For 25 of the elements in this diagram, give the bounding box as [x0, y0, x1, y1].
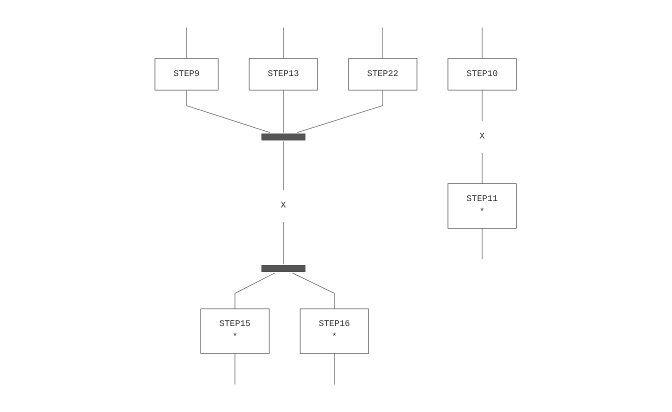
- node-text: X: [281, 200, 286, 211]
- connector: [283, 90, 284, 133]
- connector: [234, 272, 276, 310]
- connector: [297, 90, 384, 133]
- node-box: STEP16 *: [300, 308, 370, 354]
- connector: [186, 90, 271, 133]
- node-box: STEP13: [249, 58, 318, 90]
- connector: [186, 27, 188, 59]
- node-box: STEP10: [448, 58, 517, 90]
- connector: [482, 228, 483, 260]
- node-text: X: [480, 132, 486, 142]
- connector: [283, 27, 284, 59]
- node-box: STEP22: [348, 58, 418, 90]
- connector: [292, 272, 335, 310]
- connector: [234, 353, 236, 385]
- connector: [283, 221, 284, 265]
- node-box: STEP15 *: [200, 308, 270, 354]
- connector: [283, 140, 284, 190]
- connector: [482, 27, 483, 59]
- node-box: STEP9: [154, 58, 219, 90]
- connector: [334, 353, 335, 385]
- connector: [482, 152, 483, 184]
- connector: [482, 90, 483, 122]
- node-box: STEP11 *: [448, 183, 517, 229]
- connector: [382, 27, 384, 59]
